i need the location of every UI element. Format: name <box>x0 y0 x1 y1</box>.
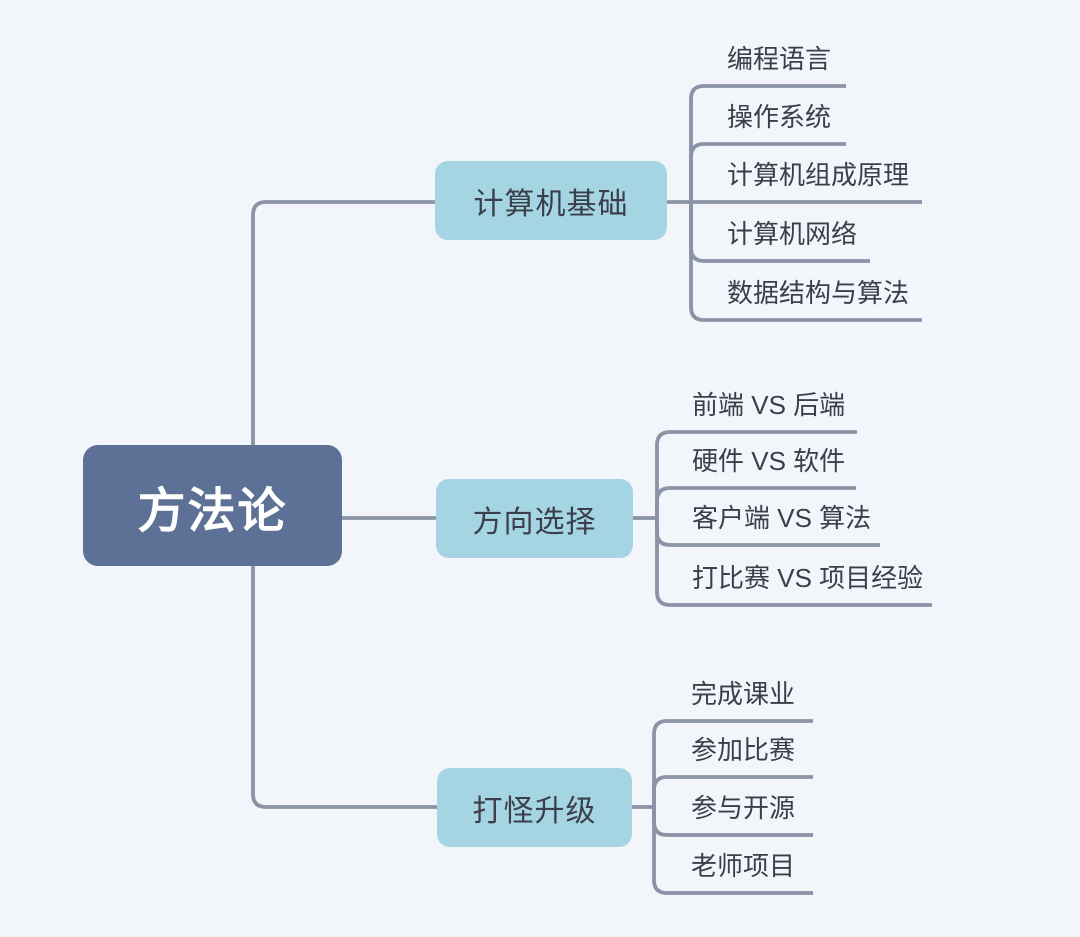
connector-branch2-leaf2 <box>655 486 856 518</box>
connector-branch3-leaf1 <box>652 719 813 807</box>
leaf-topic-computer-organization[interactable]: 计算机组成原理 <box>727 160 910 190</box>
branch-topic-level-up[interactable]: 打怪升级 <box>437 768 632 847</box>
leaf-topic-hardware-vs-software[interactable]: 硬件 VS 软件 <box>692 446 846 476</box>
leaf-topic-programming-languages[interactable]: 编程语言 <box>727 44 832 74</box>
leaf-topic-teacher-projects[interactable]: 老师项目 <box>691 851 796 881</box>
leaf-topic-computer-networks[interactable]: 计算机网络 <box>727 219 858 249</box>
connector-branch1-leaf1 <box>689 84 846 202</box>
branch-topic-computer-basics[interactable]: 计算机基础 <box>435 161 667 240</box>
leaf-topic-finish-coursework[interactable]: 完成课业 <box>691 679 796 709</box>
root-topic-methodology[interactable]: 方法论 <box>83 445 342 566</box>
connector-root-branch1 <box>251 200 435 446</box>
connector-branch1-leaf2 <box>689 142 846 202</box>
connector-branch3-leaf4 <box>652 807 813 895</box>
connector-branch1-leaf5 <box>689 202 922 322</box>
connector-branch3-leaf2 <box>652 775 813 807</box>
connector-branch2-leaf1 <box>655 430 857 518</box>
leaf-topic-frontend-vs-backend[interactable]: 前端 VS 后端 <box>692 390 846 420</box>
leaf-topic-join-competitions[interactable]: 参加比赛 <box>691 735 796 765</box>
leaf-topic-competition-vs-project[interactable]: 打比赛 VS 项目经验 <box>692 563 924 593</box>
connector-branch2-leaf4 <box>655 518 932 607</box>
connector-root-branch3 <box>251 565 437 809</box>
leaf-topic-client-vs-algorithm[interactable]: 客户端 VS 算法 <box>692 503 872 533</box>
leaf-topic-operating-systems[interactable]: 操作系统 <box>727 102 832 132</box>
leaf-topic-data-structures-algorithms[interactable]: 数据结构与算法 <box>727 278 910 308</box>
leaf-topic-join-open-source[interactable]: 参与开源 <box>691 793 796 823</box>
branch-topic-direction-choice[interactable]: 方向选择 <box>436 479 633 558</box>
